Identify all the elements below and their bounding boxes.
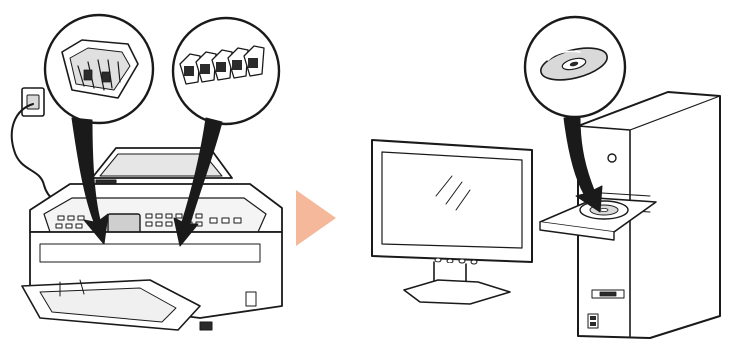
print-head-icon bbox=[45, 15, 153, 123]
cd-rom-icon bbox=[525, 17, 625, 117]
ink-tanks-icon bbox=[173, 18, 279, 124]
monitor bbox=[372, 140, 532, 304]
printer bbox=[22, 148, 282, 330]
next-step-arrow-icon bbox=[296, 190, 336, 246]
